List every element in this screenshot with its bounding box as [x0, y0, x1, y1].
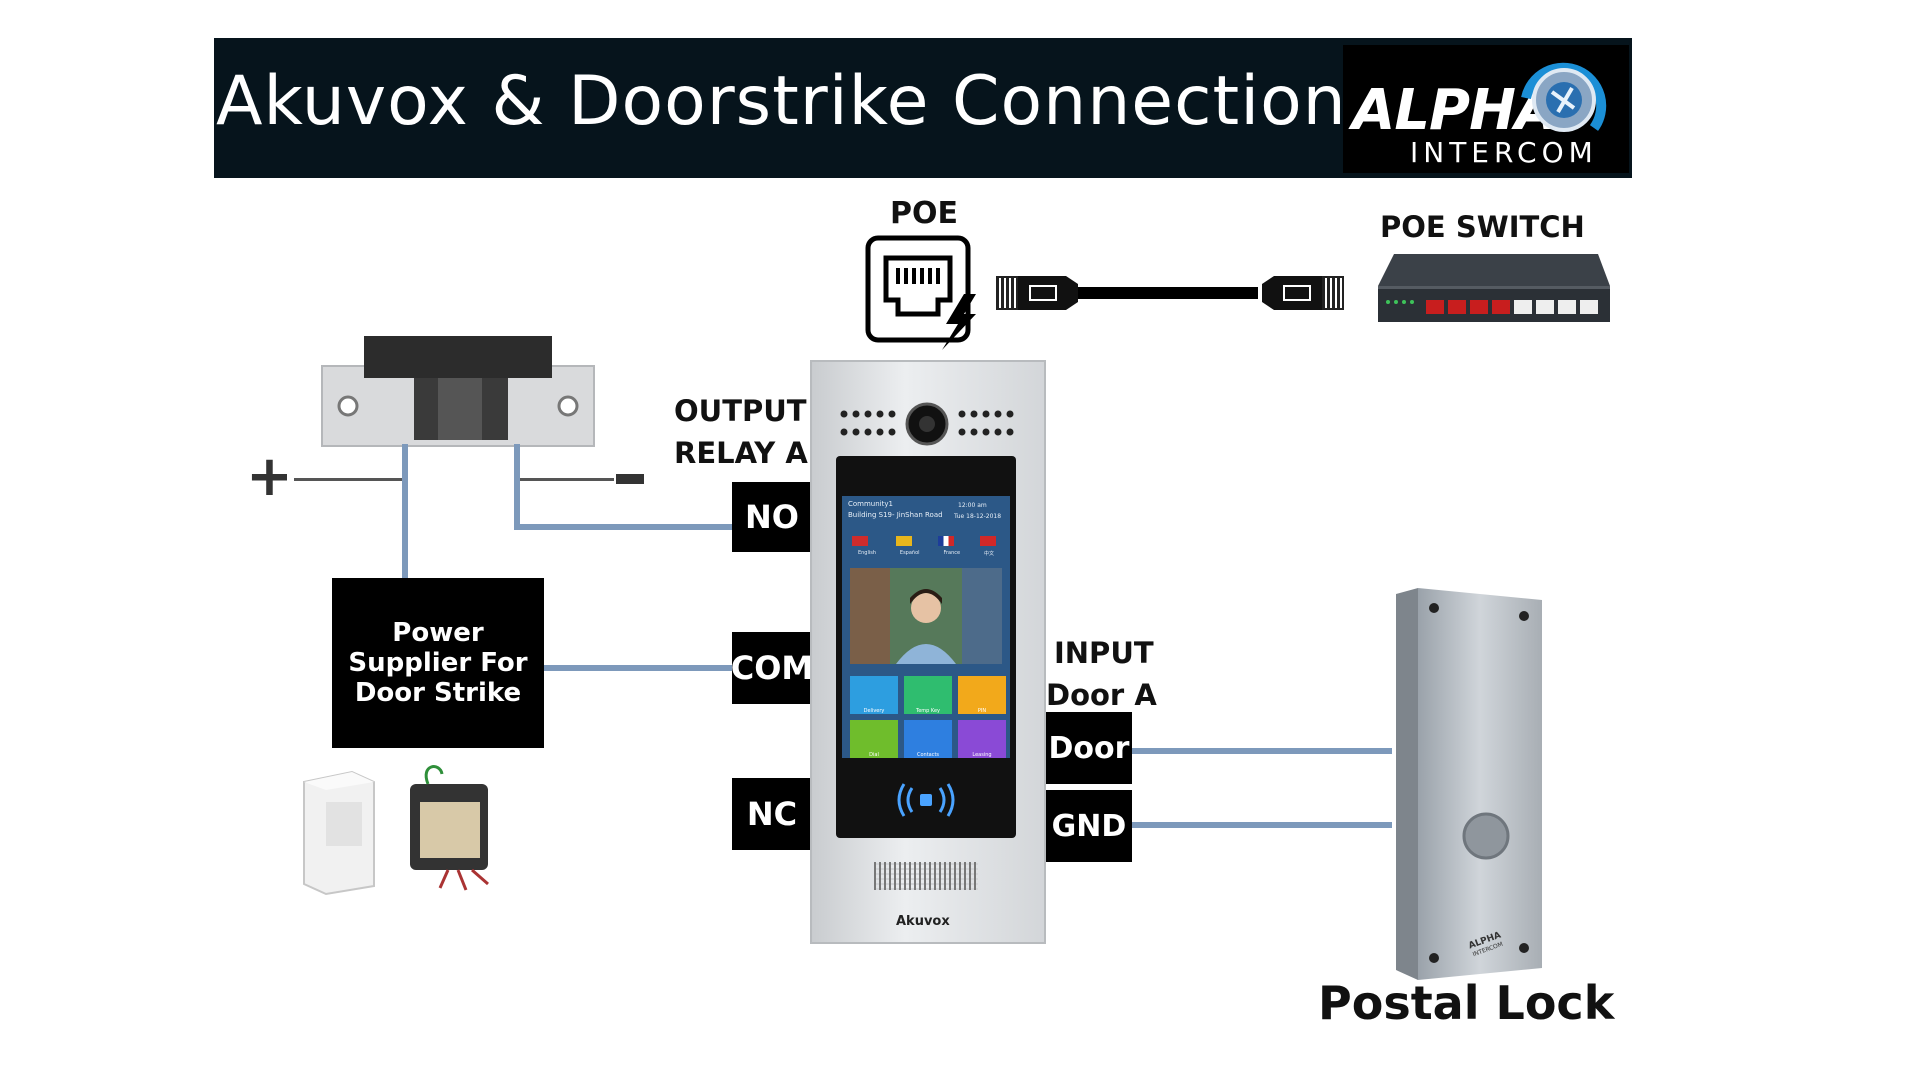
tile-temp-key: Temp Key — [904, 676, 952, 714]
tile-contacts: Contacts — [904, 720, 952, 758]
poe-port-icon — [865, 235, 976, 350]
power-supplier-box: Power Supplier For Door Strike — [332, 578, 544, 748]
screen-line-1: Community1 — [848, 500, 893, 508]
tile-delivery: Delivery — [850, 676, 898, 714]
wire-gnd-to-postal-lock — [1130, 822, 1392, 828]
terminal-no: NO — [732, 482, 812, 552]
terminal-gnd: GND — [1046, 790, 1132, 862]
flag-english-icon — [852, 536, 868, 546]
input-label-2: Door A — [1046, 678, 1157, 712]
wire-strike-minus-to-no — [514, 524, 732, 530]
terminal-nc: NC — [732, 778, 812, 850]
logo-sub-text: INTERCOM — [1410, 136, 1598, 169]
plus-terminal-label: + — [246, 444, 293, 509]
visitor-photo — [850, 568, 1002, 664]
poe-label: POE — [890, 196, 958, 231]
postal-lock-device — [1396, 588, 1542, 980]
language-item: 中文 — [984, 551, 995, 557]
terminal-com: COM — [731, 632, 813, 704]
camera-speaker-grille — [840, 402, 1014, 446]
screen-time: 12:00 am — [958, 502, 987, 509]
flag-espanol-icon — [896, 536, 912, 546]
ethernet-cable — [996, 276, 1344, 310]
tile-dial: Dial — [850, 720, 898, 758]
nfc-card-reader-icon — [897, 783, 955, 817]
wire-strike-minus-down — [514, 444, 520, 528]
tile-pin: PIN — [958, 676, 1006, 714]
terminal-door: Door — [1046, 712, 1132, 784]
wire-strike-plus-to-psu — [402, 444, 408, 584]
wire-door-to-postal-lock — [1130, 748, 1392, 754]
globe-icon — [1521, 62, 1607, 132]
flag-chinese-icon — [980, 536, 996, 546]
poe-switch-label: POE SWITCH — [1380, 210, 1585, 244]
minus-lead — [518, 478, 614, 481]
psu-line-1: Power — [392, 618, 484, 648]
language-item: English — [857, 550, 877, 556]
screen-line-2: Building S19- JinShan Road — [848, 511, 943, 519]
language-item: Español — [899, 550, 920, 556]
output-relay-label-1: OUTPUT — [674, 394, 807, 428]
input-label-1: INPUT — [1054, 636, 1154, 670]
postal-lock-label: Postal Lock — [1318, 976, 1615, 1030]
psu-line-2: Supplier For — [348, 648, 528, 678]
minus-terminal-label: - — [616, 474, 644, 484]
wire-psu-to-com — [544, 665, 732, 671]
plus-lead — [294, 478, 404, 481]
poe-switch-device — [1378, 254, 1610, 322]
page-title: Akuvox & Doorstrike Connections — [216, 62, 1384, 141]
device-brand: Akuvox — [896, 914, 950, 929]
screen-tile-grid: Delivery Temp Key PIN Dial Contacts Leas… — [850, 676, 1006, 758]
flag-france-icon — [938, 536, 954, 546]
screen-date: Tue 18-12-2018 — [954, 513, 1002, 520]
power-adapter-images — [303, 765, 489, 896]
door-strike-device — [321, 336, 595, 447]
tile-leasing: Leasing — [958, 720, 1006, 758]
language-item: France — [943, 550, 961, 556]
psu-line-3: Door Strike — [354, 678, 522, 708]
output-relay-label-2: RELAY A — [674, 436, 808, 470]
speaker-grille — [874, 862, 978, 890]
language-row: English Español France 中文 — [846, 550, 1006, 557]
